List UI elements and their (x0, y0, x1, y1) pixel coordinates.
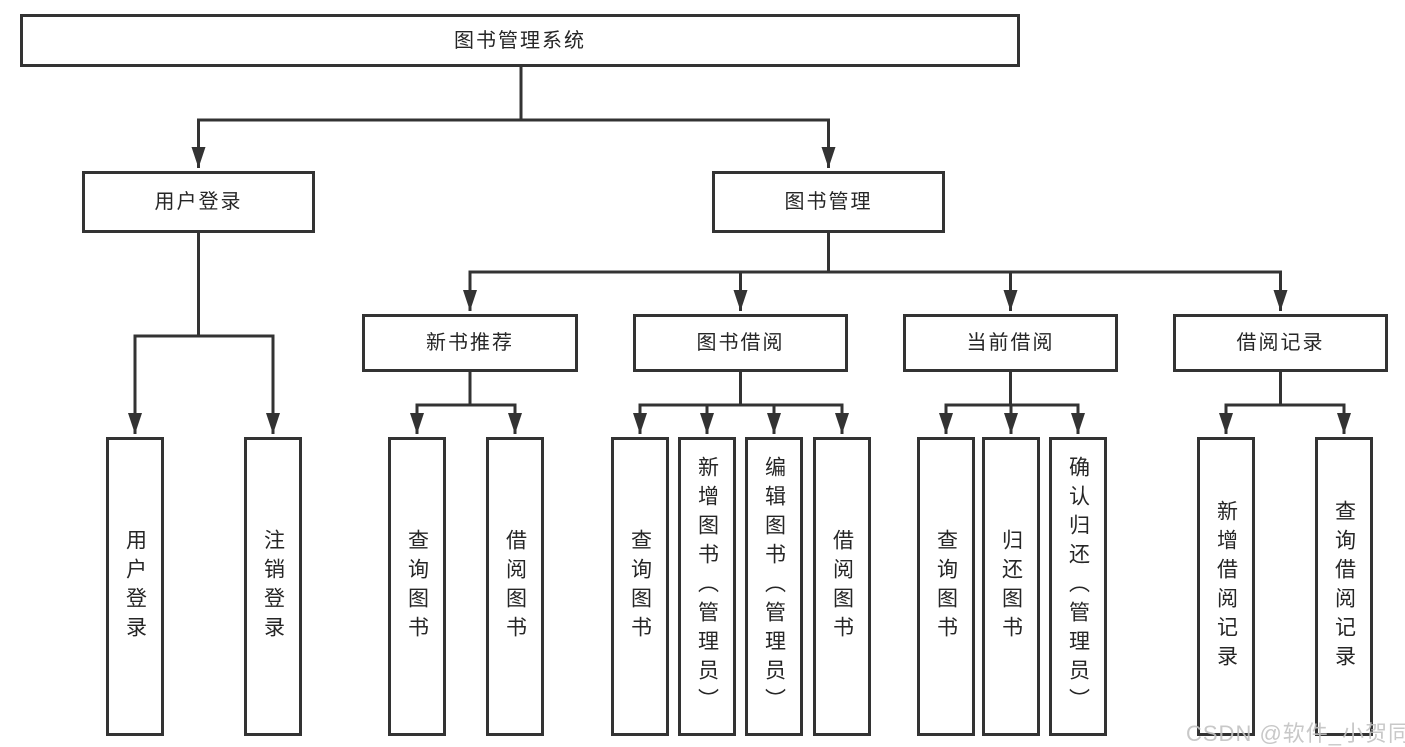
node-label: 用户登录 (154, 191, 243, 213)
leaf-confirm-return-admin: 确认归还（管理员） (1049, 437, 1107, 736)
node-label: 注销登录 (261, 528, 285, 645)
node-label: 查询图书 (934, 528, 958, 645)
node-borrowing-records: 借阅记录 (1173, 314, 1388, 372)
node-label: 借阅图书 (830, 528, 854, 645)
leaf-query-books-current: 查询图书 (917, 437, 975, 736)
leaf-return-books: 归还图书 (982, 437, 1040, 736)
node-label: 新增借阅记录 (1214, 499, 1238, 674)
leaf-borrow-books-borrowing: 借阅图书 (813, 437, 871, 736)
leaf-query-borrow-record: 查询借阅记录 (1315, 437, 1373, 736)
leaf-borrow-books-recommend: 借阅图书 (486, 437, 544, 736)
node-label: 用户登录 (123, 528, 147, 645)
node-label: 当前借阅 (966, 332, 1055, 354)
node-label: 图书借阅 (696, 332, 785, 354)
node-new-book-recommend: 新书推荐 (362, 314, 578, 372)
leaf-logout: 注销登录 (244, 437, 302, 736)
leaf-add-borrow-record: 新增借阅记录 (1197, 437, 1255, 736)
leaf-query-books-borrowing: 查询图书 (611, 437, 669, 736)
node-label: 借阅图书 (503, 528, 527, 645)
node-current-borrowing: 当前借阅 (903, 314, 1118, 372)
node-book-borrowing: 图书借阅 (633, 314, 848, 372)
node-root-system: 图书管理系统 (20, 14, 1020, 67)
node-label: 图书管理系统 (454, 29, 586, 52)
connector-lines (128, 67, 1351, 434)
node-label: 归还图书 (999, 528, 1023, 645)
node-label: 查询借阅记录 (1332, 499, 1356, 674)
csdn-watermark: CSDN @软件_小贺同学 (1186, 721, 1405, 746)
node-label: 新增图书（管理员） (695, 456, 719, 717)
leaf-query-books-recommend: 查询图书 (388, 437, 446, 736)
node-book-management: 图书管理 (712, 171, 945, 233)
node-label: 确认归还（管理员） (1066, 456, 1090, 717)
leaf-edit-books-admin: 编辑图书（管理员） (745, 437, 803, 736)
node-label: 借阅记录 (1236, 332, 1325, 354)
leaf-add-books-admin: 新增图书（管理员） (678, 437, 736, 736)
node-label: 查询图书 (405, 528, 429, 645)
node-label: 新书推荐 (426, 332, 514, 354)
node-label: 图书管理 (784, 191, 873, 213)
node-label: 编辑图书（管理员） (762, 456, 786, 717)
node-user-login: 用户登录 (82, 171, 315, 233)
node-label: 查询图书 (628, 528, 652, 645)
leaf-user-login: 用户登录 (106, 437, 164, 736)
